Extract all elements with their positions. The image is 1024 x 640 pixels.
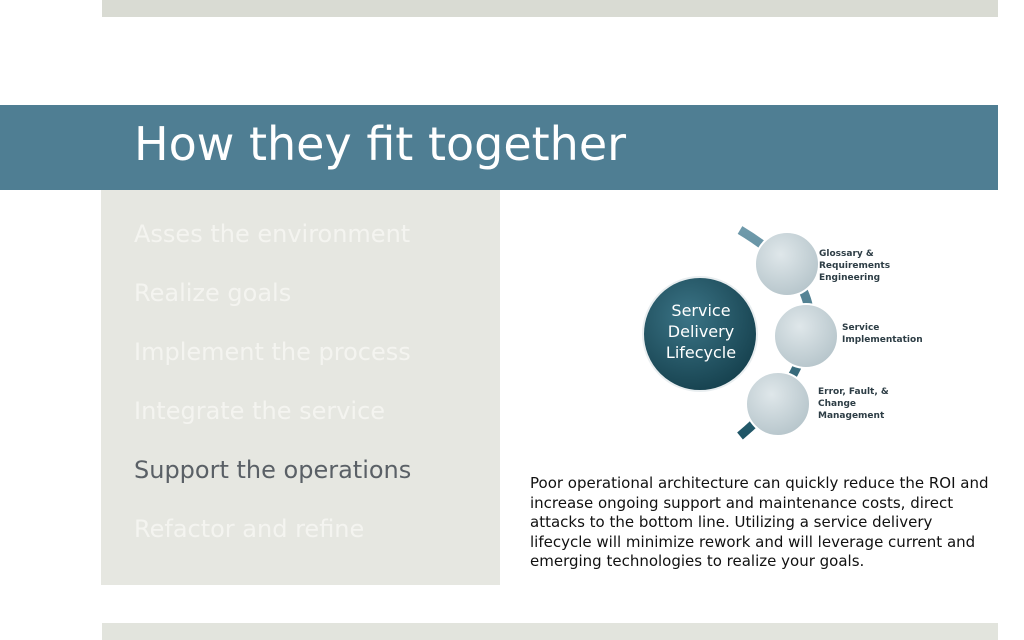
node-label-line: Service — [842, 323, 880, 333]
lifecycle-diagram: Service Delivery Lifecycle Glossary & Re… — [630, 218, 930, 448]
hub-label-line: Lifecycle — [665, 343, 737, 362]
node-label-line: Glossary & — [819, 249, 874, 259]
agenda-item: Asses the environment — [134, 220, 411, 248]
agenda-item: Realize goals — [134, 279, 292, 307]
hub-label: Service Delivery Lifecycle — [630, 300, 772, 363]
hub-circle — [642, 276, 758, 392]
node-label-error-management: Error, Fault, & Change Management — [818, 386, 889, 422]
node-label-glossary: Glossary & Requirements Engineering — [819, 248, 890, 284]
agenda-panel — [101, 190, 500, 585]
top-decorative-strip — [102, 0, 998, 17]
node-circle — [773, 303, 839, 369]
node-circle — [754, 231, 820, 297]
title-band — [0, 105, 998, 190]
node-circle — [745, 371, 811, 437]
agenda-item: Integrate the service — [134, 397, 386, 425]
node-label-line: Requirements — [819, 261, 891, 271]
agenda-item-active: Support the operations — [134, 456, 412, 484]
node-label-line: Implementation — [842, 335, 923, 345]
lifecycle-diagram-graphic — [642, 226, 839, 440]
node-label-line: Management — [818, 411, 885, 421]
hub-label-line: Service — [671, 301, 731, 320]
node-label-line: Change — [818, 399, 857, 409]
bottom-decorative-strip — [102, 623, 998, 640]
body-paragraph: Poor operational architecture can quickl… — [530, 474, 989, 570]
node-label-line: Engineering — [819, 273, 881, 283]
node-label-line: Error, Fault, & — [818, 387, 889, 397]
agenda-item: Implement the process — [134, 338, 411, 366]
slide-title: How they fit together — [134, 117, 627, 171]
hub-label-line: Delivery — [667, 322, 735, 341]
node-label-implementation: Service Implementation — [842, 322, 923, 346]
agenda-item: Refactor and refine — [134, 515, 365, 543]
